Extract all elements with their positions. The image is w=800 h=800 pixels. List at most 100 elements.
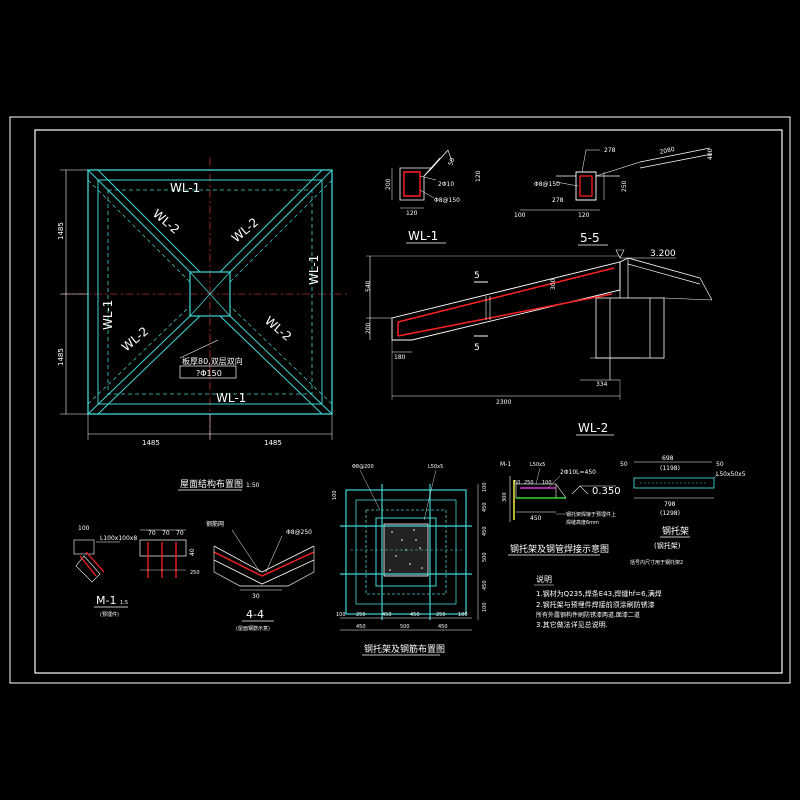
wl2-sec-mark-top: 5	[474, 271, 480, 281]
base-dim-r3: 450	[482, 526, 488, 536]
bar-spec-right: L50x50x5	[716, 471, 746, 478]
weld-dim-300: 300	[502, 492, 508, 502]
steel-bar-detail: 50 698 (1198) 50 L50x50x5 798 (1298) 钢托架…	[620, 455, 746, 566]
base-dim-b2: 250	[356, 612, 366, 618]
m1-spec: L100x100x8	[100, 535, 137, 542]
notes-item-2: 2.钢托架与预埋件焊接前须涂刷防锈漆	[536, 600, 655, 609]
general-notes: 说明 1.钢材为Q235,焊条E43,焊缝hf=6,满焊 2.钢托架与预埋件焊接…	[534, 574, 662, 629]
plan-dim-bottom-right: 1485	[264, 439, 282, 447]
weld-elev: 0.350	[592, 486, 621, 497]
bar-title: 钢托架	[662, 525, 689, 537]
notes-item-4: 3.其它做法详见总说明.	[536, 620, 608, 629]
wl2-dim-180: 180	[394, 354, 406, 361]
s55-dim-right: 250	[621, 180, 628, 192]
weld-title: 钢托架及钢管焊接示意图	[510, 543, 609, 555]
s44-label-2: Φ8@250	[286, 529, 312, 536]
base-dim-left-top: 100	[332, 490, 338, 500]
s55-dim-bottom3: 120	[578, 212, 590, 219]
weld-note-1: 钢托架焊接于预埋件上	[566, 511, 616, 518]
m1-detail: 100 L100x100x8 70 70 70 40 250 M-1 1:5 (…	[73, 525, 200, 618]
weld-note-2: 焊缝高度6mm	[566, 519, 599, 526]
base-label-top2: L50x5	[428, 464, 443, 470]
base-dim-b1: 100	[336, 612, 346, 618]
wl1-dim-height: 200	[385, 178, 392, 190]
wl1-top-label: WL-1	[170, 181, 200, 195]
bar-sub1: (钢托架)	[654, 541, 681, 550]
s55-dim-bottom2: 100	[514, 212, 526, 219]
base-dim-r5: 450	[482, 580, 488, 590]
outer-frame	[9, 116, 791, 684]
s55-slope-label: 2080	[659, 146, 676, 156]
base-dim-b3: 450	[382, 612, 392, 618]
wl2-elevation-value: 3.200	[650, 249, 676, 259]
m1-dim-100: 100	[78, 525, 90, 532]
wl1-annot-2: Φ8@150	[434, 197, 460, 204]
plan-scale: 1:50	[246, 482, 260, 489]
weld-label-2: 2Φ10L=450	[560, 469, 596, 476]
bar-dim-bottom-sub: (1298)	[660, 510, 680, 517]
bar-dim-left: 50	[620, 461, 628, 468]
plan-dim-left-bottom: 1485	[57, 348, 65, 366]
base-label-top1: Φ8@200	[352, 464, 374, 470]
m1-scale: 1:5	[120, 600, 128, 606]
wl1-annot-1: 2Φ10	[438, 181, 454, 188]
wl1-left-label: WL-1	[101, 300, 115, 330]
wl1-right-label: WL-1	[307, 255, 321, 285]
s55-dim-bottom1: 278	[552, 197, 564, 204]
plan-dim-left-top: 1485	[57, 222, 65, 240]
bar-dim-bottom: 798	[664, 501, 676, 508]
plan-title: 屋面结构布置图	[180, 478, 243, 490]
m1-dim-250: 250	[190, 570, 200, 576]
weld-label-1: L50x5	[530, 462, 545, 468]
bar-dim-top-sub: (1198)	[660, 465, 680, 472]
wl2-dim-540: 540	[365, 280, 372, 292]
weld-dim-100: 100	[542, 480, 552, 486]
wl2-title: WL-2	[578, 421, 608, 435]
plan-note-line2: ?Φ150	[196, 369, 222, 378]
base-dim-c3: 450	[438, 624, 448, 630]
base-dim-c1: 450	[356, 624, 366, 630]
m1-dim-70b: 70	[162, 530, 170, 537]
plan-note-box	[179, 365, 237, 379]
plan-note-line1: 板厚80,双层双向	[182, 356, 243, 366]
wl2-dim-334: 334	[596, 381, 608, 388]
wl2-dim-2300: 2300	[496, 399, 511, 406]
weld-dim-250: 250	[524, 480, 534, 486]
wl2-dim-200: 200	[365, 322, 372, 334]
s55-title: 5-5	[580, 231, 600, 245]
wl2-elevation: 3.200 540 200 180 2300 334 300 5 5 WL-2	[365, 249, 713, 436]
wl1-section: 200 120 120 2Φ10 Φ8@150 50 WL-1	[385, 149, 482, 244]
base-dim-r1: 100	[482, 482, 488, 492]
base-dim-b6: 100	[458, 612, 468, 618]
m1-title: M-1	[96, 594, 116, 607]
base-dim-r2: 450	[482, 502, 488, 512]
s44-label-1: 钢筋网	[206, 520, 224, 528]
base-plan-title: 钢托架及钢筋布置图	[364, 643, 445, 655]
m1-dim-70c: 70	[176, 530, 184, 537]
m1-dim-40: 40	[189, 548, 196, 556]
s44-title: 4-4	[246, 608, 264, 621]
plan-dim-bottom-left: 1485	[142, 439, 160, 447]
notes-heading: 说明	[536, 574, 552, 584]
weld-detail: M-1 L50x5 2Φ10L=450 0.350 50 250 100 450…	[500, 461, 621, 556]
section-4-4: 钢筋网 Φ8@250 30 4-4 (屋面钢筋示意)	[206, 520, 315, 632]
s44-subtitle: (屋面钢筋示意)	[236, 625, 270, 632]
s44-dim-30: 30	[252, 593, 260, 600]
wl1-title: WL-1	[408, 229, 438, 243]
wl1-annot-3: 50	[447, 157, 456, 167]
base-dim-r6: 100	[482, 602, 488, 612]
wl1-dim-width: 120	[406, 210, 418, 217]
base-plan: Φ8@200 L50x5 100 250 450 450 250 100 450…	[332, 464, 488, 656]
section-5-5: 2080 400 278 Φ8@150 250 278 100 120 5-5	[514, 146, 714, 246]
m1-subtitle: (预埋件)	[100, 611, 119, 618]
bar-dim-top: 698	[662, 455, 674, 462]
bar-dim-right: 50	[716, 461, 724, 468]
inner-frame	[34, 129, 783, 674]
base-dim-b4: 450	[410, 612, 420, 618]
s55-slope-dim: 400	[707, 148, 714, 160]
base-dim-c2: 500	[400, 624, 410, 630]
base-dim-r4: 500	[482, 552, 488, 562]
notes-item-1: 1.钢材为Q235,焊条E43,焊缝hf=6,满焊	[536, 589, 662, 598]
base-dim-b5: 250	[436, 612, 446, 618]
weld-dim-450: 450	[530, 515, 542, 522]
